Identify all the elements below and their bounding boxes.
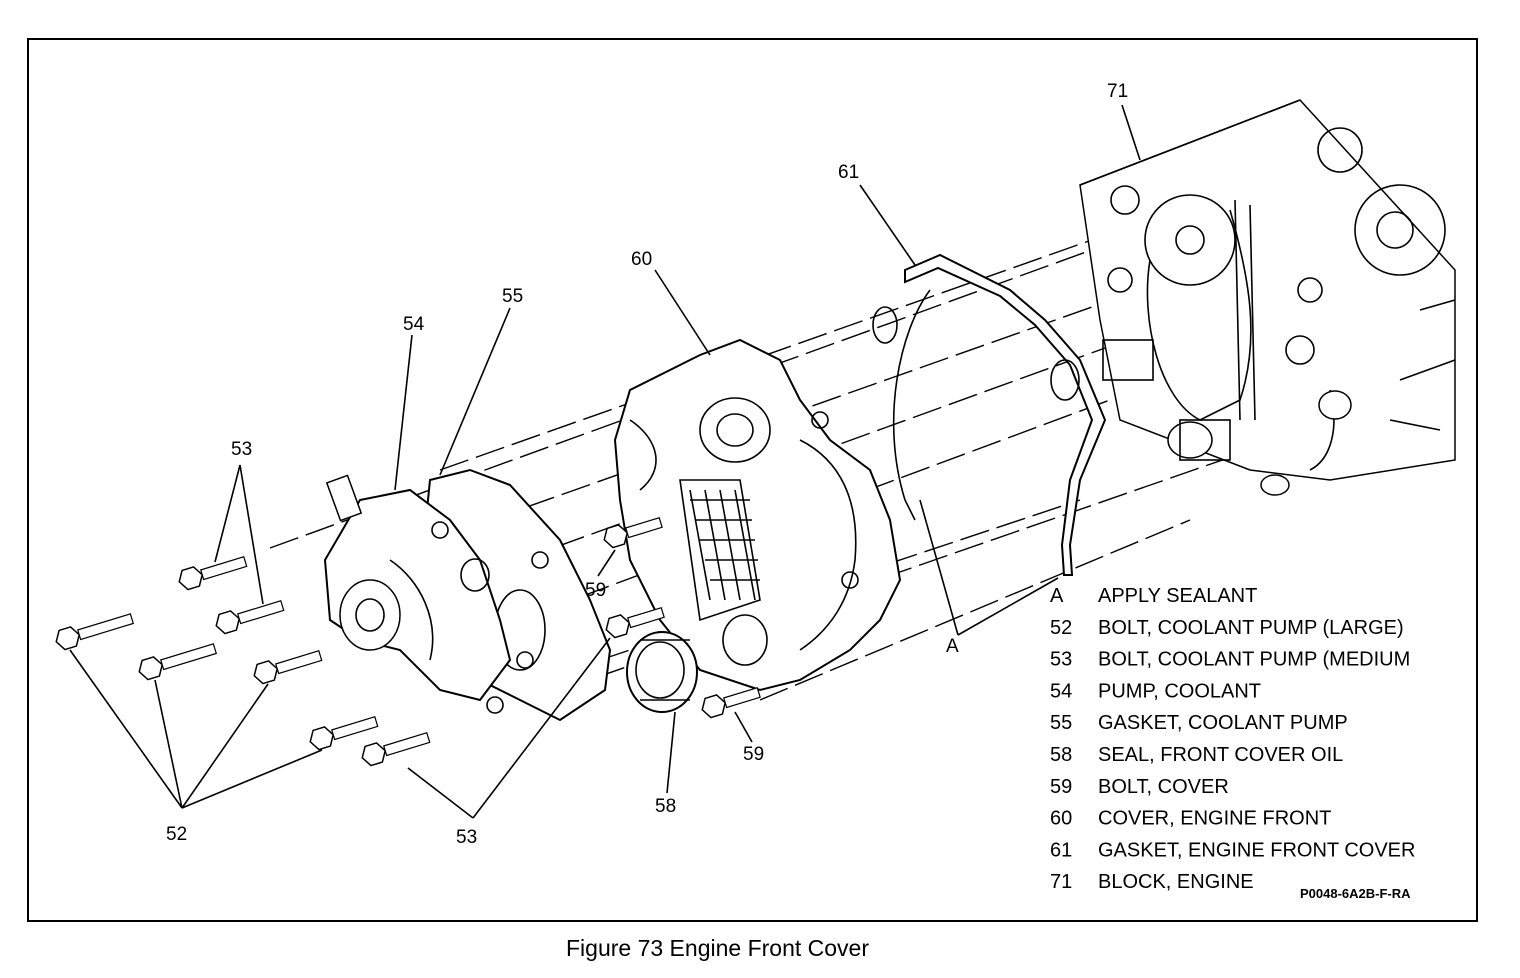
legend-label: APPLY SEALANT bbox=[1098, 585, 1257, 607]
callout-53-bottom: 53 bbox=[456, 827, 477, 848]
callout-53-top: 53 bbox=[231, 439, 252, 460]
callout-54: 54 bbox=[403, 314, 425, 335]
bolt-53-b bbox=[215, 600, 285, 635]
engine-front-cover bbox=[613, 338, 902, 692]
bolt-59-b bbox=[605, 606, 665, 639]
bolt-52-c bbox=[253, 650, 323, 685]
legend-label: BOLT, COOLANT PUMP (MEDIUM bbox=[1098, 649, 1410, 671]
legend-label: BOLT, COVER bbox=[1098, 776, 1229, 798]
callout-55: 55 bbox=[502, 286, 523, 307]
legend-label: GASKET, ENGINE FRONT COVER bbox=[1098, 839, 1415, 861]
callout-a: A bbox=[946, 636, 959, 657]
callout-58: 58 bbox=[655, 796, 676, 817]
legend: A APPLY SEALANT 52 BOLT, COOLANT PUMP (LARG… bbox=[1050, 585, 1415, 893]
leader-lines bbox=[69, 104, 1141, 819]
legend-code: 71 bbox=[1050, 871, 1072, 893]
legend-code: 60 bbox=[1050, 808, 1072, 830]
legend-code: 54 bbox=[1050, 680, 1072, 702]
bolt-53-a bbox=[178, 556, 248, 591]
front-cover-gasket bbox=[872, 253, 1107, 576]
figure-caption: Figure 73 Engine Front Cover bbox=[566, 935, 869, 961]
figure-code: P0048-6A2B-F-RA bbox=[1300, 886, 1411, 901]
legend-label: SEAL, FRONT COVER OIL bbox=[1098, 744, 1343, 766]
front-cover-oil-seal bbox=[626, 631, 698, 713]
bolt-59-c bbox=[701, 686, 761, 719]
engine-block bbox=[1079, 99, 1456, 496]
legend-code: 53 bbox=[1050, 649, 1072, 671]
bolt-59-a bbox=[603, 516, 663, 549]
legend-label: BOLT, COOLANT PUMP (LARGE) bbox=[1098, 617, 1404, 639]
legend-label: PUMP, COOLANT bbox=[1098, 680, 1261, 702]
bolt-52-b bbox=[138, 643, 218, 681]
legend-code: 59 bbox=[1050, 776, 1072, 798]
callout-60: 60 bbox=[631, 249, 652, 270]
legend-code: A bbox=[1050, 585, 1064, 607]
callouts: 71 61 60 55 54 53 59 A 59 58 52 53 bbox=[166, 81, 1128, 848]
callout-61: 61 bbox=[838, 162, 859, 183]
callout-59-lower: 59 bbox=[743, 744, 764, 765]
callout-52: 52 bbox=[166, 824, 187, 845]
legend-label: BLOCK, ENGINE bbox=[1098, 871, 1254, 893]
legend-code: 55 bbox=[1050, 712, 1072, 734]
bolt-53-c bbox=[361, 732, 431, 767]
legend-code: 52 bbox=[1050, 617, 1072, 639]
bolt-52-a bbox=[55, 613, 135, 651]
diagram-frame bbox=[27, 38, 1478, 922]
bolt-52-d bbox=[309, 716, 379, 751]
callout-71: 71 bbox=[1107, 81, 1128, 102]
callout-59-upper: 59 bbox=[585, 580, 606, 601]
legend-code: 58 bbox=[1050, 744, 1072, 766]
legend-label: GASKET, COOLANT PUMP bbox=[1098, 712, 1348, 734]
bolts bbox=[55, 516, 761, 767]
legend-code: 61 bbox=[1050, 839, 1072, 861]
legend-label: COVER, ENGINE FRONT bbox=[1098, 808, 1331, 830]
coolant-pump bbox=[323, 474, 512, 702]
